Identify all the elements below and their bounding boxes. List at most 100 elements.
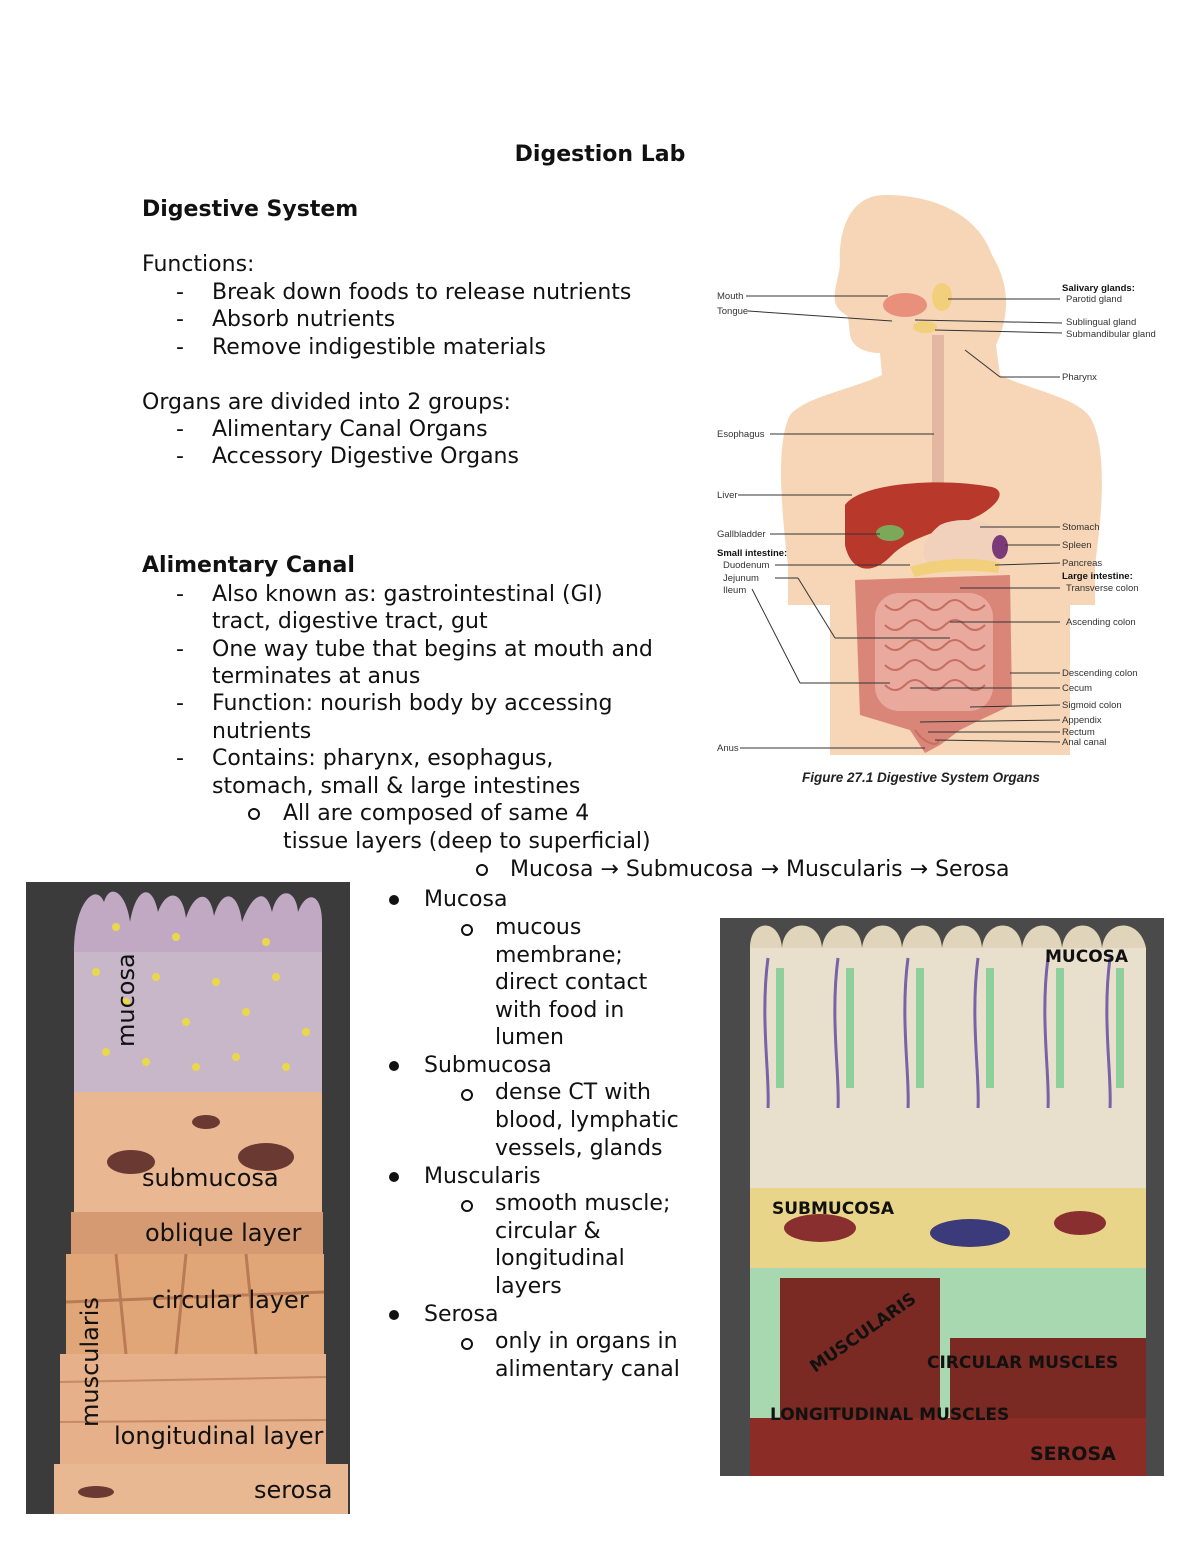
label-small-intestine: Small intestine: — [717, 548, 787, 559]
mucosa-region — [750, 948, 1146, 1188]
stomach-shape — [923, 520, 1006, 571]
ring-bullet-icon — [461, 1200, 473, 1212]
label-longitudinal-layer: longitudinal layer — [114, 1422, 324, 1450]
label-submandibular: Submandibular gland — [1066, 329, 1156, 340]
leader-lines-right — [910, 298, 1063, 743]
list-item-cont: terminates at anus — [212, 664, 421, 689]
label-mucosa: mucosa — [112, 953, 140, 1047]
label-salivary-glands: Salivary glands: — [1062, 283, 1135, 294]
label-circular-layer: circular layer — [152, 1286, 309, 1314]
layer-desc: blood, lymphatic — [495, 1108, 679, 1133]
label-cecum: Cecum — [1062, 683, 1092, 694]
layer-desc: with food in — [495, 998, 625, 1023]
list-item-cont: stomach, small & large intestines — [212, 774, 581, 799]
label-longitudinal-muscles: LONGITUDINAL MUSCLES — [770, 1405, 1009, 1425]
spleen-shape — [992, 535, 1008, 559]
label-spleen: Spleen — [1062, 540, 1092, 551]
bullet-icon — [389, 1310, 399, 1320]
label-parotid: Parotid gland — [1066, 294, 1122, 305]
bullet-icon — [389, 1061, 399, 1071]
liver-shape — [845, 482, 1000, 569]
parotid-gland-shape — [932, 283, 952, 311]
layer-desc: lumen — [495, 1025, 564, 1050]
circular-muscle-block — [780, 1278, 940, 1428]
circular-muscle-block — [950, 1338, 1146, 1428]
bullet-icon — [389, 895, 399, 905]
sub-list-item-cont: tissue layers (deep to superficial) — [283, 829, 651, 854]
label-ileum: Ileum — [723, 585, 746, 596]
label-gallbladder: Gallbladder — [717, 529, 766, 540]
label-jejunum: Jejunum — [723, 573, 759, 584]
vessel-shape — [784, 1214, 856, 1242]
list-item: Function: nourish body by accessing — [212, 691, 613, 716]
sub-list-item: All are composed of same 4 — [283, 801, 590, 826]
groups-label: Organs are divided into 2 groups: — [142, 390, 511, 415]
label-pancreas: Pancreas — [1062, 558, 1102, 569]
vessel-shape — [1054, 1211, 1106, 1235]
label-oblique-layer: oblique layer — [145, 1219, 301, 1247]
label-transverse-colon: Transverse colon — [1066, 583, 1139, 594]
digestive-system-figure: Mouth Tongue Esophagus Liver Gallbladder… — [717, 195, 1156, 785]
section-heading-digestive-system: Digestive System — [142, 197, 359, 222]
villi-tips — [74, 891, 322, 952]
label-sublingual: Sublingual gland — [1066, 317, 1136, 328]
label-descending-colon: Descending colon — [1062, 668, 1138, 679]
list-item: Also known as: gastrointestinal (GI) — [212, 582, 603, 607]
label-liver: Liver — [717, 490, 738, 501]
label-pharynx: Pharynx — [1062, 372, 1097, 383]
villi-vessels — [763, 957, 1112, 1109]
list-item: Accessory Digestive Organs — [212, 444, 519, 469]
vessel-shape — [192, 1115, 220, 1129]
label-rectum: Rectum — [1062, 727, 1095, 738]
layer-desc: only in organs in — [495, 1329, 678, 1354]
list-item-cont: tract, digestive tract, gut — [212, 609, 488, 634]
longitudinal-layer-region — [60, 1354, 326, 1464]
label-submucosa: submucosa — [142, 1164, 279, 1192]
small-intestine-coils — [884, 599, 986, 691]
list-item: Absorb nutrients — [212, 307, 396, 332]
layer-desc: smooth muscle; — [495, 1191, 671, 1216]
layer-desc: membrane; — [495, 943, 623, 968]
layer-desc: longitudinal — [495, 1246, 625, 1271]
label-anal-canal: Anal canal — [1062, 737, 1106, 748]
vessel-shape — [78, 1486, 114, 1498]
label-esophagus: Esophagus — [717, 429, 765, 440]
layer-desc: circular & — [495, 1219, 601, 1244]
villi-cores — [776, 968, 1124, 1088]
layer-desc: direct contact — [495, 970, 648, 995]
bullet-icon — [389, 1172, 399, 1182]
pancreas-shape — [910, 558, 1000, 577]
vessel-shape — [238, 1143, 294, 1171]
alimentary-list: - Also known as: gastrointestinal (GI) t… — [176, 582, 1010, 882]
ring-bullet-icon — [461, 1089, 473, 1101]
layer-name: Muscularis — [424, 1164, 541, 1189]
list-item: Remove indigestible materials — [212, 335, 546, 360]
label-large-intestine: Large intestine: — [1062, 571, 1133, 582]
list-item: Break down foods to release nutrients — [212, 280, 632, 305]
label-mucosa: MUCOSA — [1045, 947, 1129, 967]
oblique-layer-region — [71, 1212, 323, 1254]
label-mouth: Mouth — [717, 291, 743, 302]
leader-lines-left — [738, 295, 950, 749]
layer-desc: dense CT with — [495, 1080, 651, 1105]
list-item-cont: nutrients — [212, 719, 312, 744]
label-muscularis: muscularis — [76, 1297, 104, 1427]
label-submucosa: SUBMUCOSA — [772, 1199, 895, 1219]
figure-caption: Figure 27.1 Digestive System Organs — [802, 770, 1040, 785]
goblet-cells — [92, 923, 310, 1071]
layer-desc: alimentary canal — [495, 1357, 680, 1382]
longitudinal-fibers — [59, 1376, 327, 1423]
label-serosa: SEROSA — [1030, 1443, 1116, 1465]
layer-desc: mucous — [495, 915, 582, 940]
submandibular-gland-shape — [913, 321, 937, 333]
vessel-shape — [930, 1219, 1010, 1247]
mouth-shape — [883, 293, 927, 317]
serosa-region — [750, 1418, 1146, 1476]
layer-name: Serosa — [424, 1302, 499, 1327]
ring-bullet-icon — [476, 864, 488, 876]
layer-desc: vessels, glands — [495, 1136, 663, 1161]
rectum-shape — [914, 729, 940, 745]
list-item: Alimentary Canal Organs — [212, 417, 488, 442]
layer-name: Mucosa — [424, 887, 508, 912]
label-anus: Anus — [717, 743, 739, 754]
